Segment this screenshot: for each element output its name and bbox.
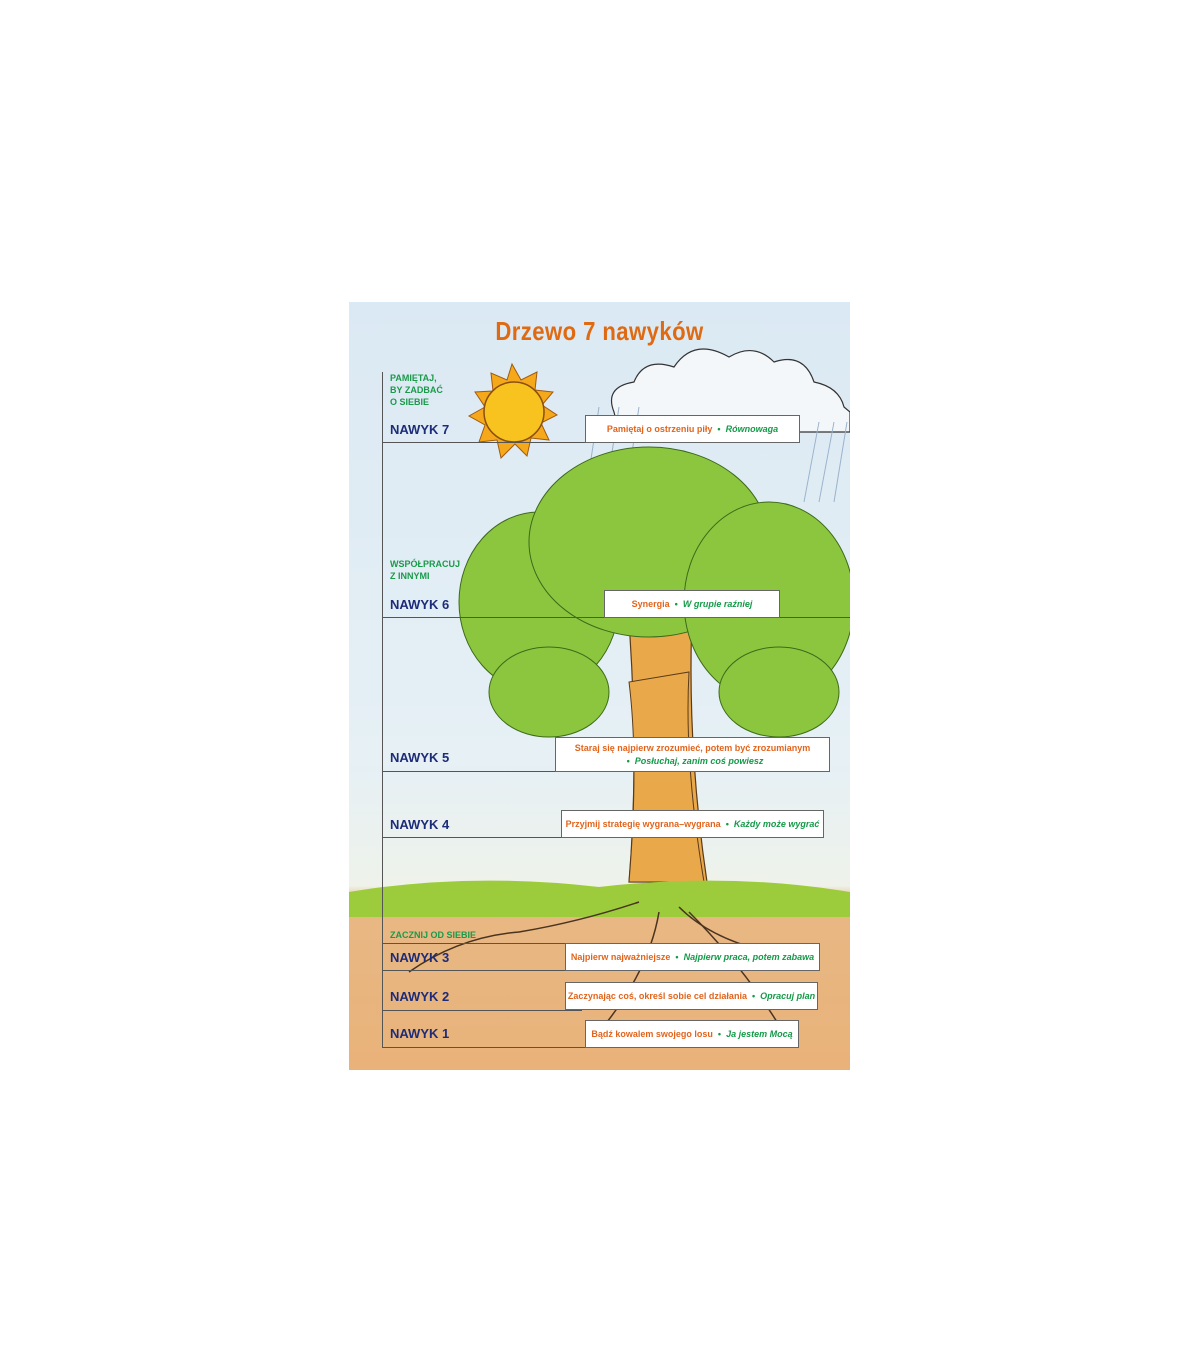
habit-5-label: NAWYK 5	[390, 750, 450, 765]
grass-icon	[349, 880, 850, 917]
group-line: Z INNYMI	[390, 571, 430, 581]
group-line: BY ZADBAĆ	[390, 385, 443, 395]
bullet: •	[674, 598, 678, 609]
habit-1-label: NAWYK 1	[390, 1026, 450, 1041]
habit-motto: Najpierw praca, potem zabawa	[683, 951, 815, 962]
habit-2-box: Zaczynając coś, określ sobie cel działan…	[565, 982, 818, 1010]
habit-4-box: Przyjmij strategię wygrana–wygrana • Każdy…	[561, 810, 824, 838]
group-line: O SIEBIE	[390, 397, 430, 407]
divider-vertical	[382, 372, 383, 1048]
bullet: •	[751, 990, 756, 1001]
divider	[382, 970, 582, 971]
habit-7-box: Pamiętaj o ostrzeniu piły • Równowaga	[585, 415, 800, 443]
habit-6-label: NAWYK 6	[390, 597, 450, 612]
group-label-middle: WSPÓŁPRACUJ Z INNYMI	[390, 558, 460, 582]
group-label-top: PAMIĘTAJ, BY ZADBAĆ O SIEBIE	[390, 372, 443, 408]
bullet: •	[725, 818, 729, 829]
divider	[382, 1047, 602, 1048]
habit-principle: Staraj się najpierw zrozumieć, potem być…	[574, 742, 811, 753]
habit-motto: Każdy może wygrać	[733, 818, 820, 829]
bullet: •	[626, 755, 630, 766]
habit-motto: Równowaga	[725, 423, 779, 434]
sun-icon	[467, 362, 558, 459]
habit-principle: Synergia	[631, 598, 670, 609]
group-label-bottom: ZACZNIJ OD SIEBIE	[390, 929, 476, 941]
page-title: Drzewo 7 nawyków	[495, 316, 704, 346]
divider	[382, 442, 585, 443]
habit-principle: Pamiętaj o ostrzeniu piły	[606, 423, 713, 434]
bullet: •	[717, 1028, 722, 1039]
habit-principle: Zaczynając coś, określ sobie cel działan…	[567, 990, 747, 1001]
divider	[382, 943, 582, 944]
habit-3-box: Najpierw najważniejsze • Najpierw praca, p…	[565, 943, 820, 971]
divider	[382, 1010, 582, 1011]
habit-principle: Najpierw najważniejsze	[570, 951, 671, 962]
habit-6-box: Synergia • W grupie raźniej	[604, 590, 780, 618]
habit-motto: Ja jestem Mocą	[726, 1028, 793, 1039]
bullet: •	[717, 423, 721, 434]
seven-habits-tree-poster: Drzewo 7 nawyków PAMIĘTAJ, BY ZADBAĆ O S…	[349, 302, 850, 1070]
bullet: •	[675, 951, 679, 962]
divider	[382, 771, 572, 772]
group-line: ZACZNIJ OD SIEBIE	[390, 930, 477, 940]
habit-motto: Posłuchaj, zanim coś powiesz	[634, 755, 764, 766]
habit-1-box: Bądź kowalem swojego losu • Ja jestem Mocą	[585, 1020, 799, 1048]
habit-motto: Opracuj plan	[760, 990, 816, 1001]
group-line: WSPÓŁPRACUJ	[390, 559, 461, 569]
habit-7-label: NAWYK 7	[390, 422, 450, 437]
habit-3-label: NAWYK 3	[390, 950, 450, 965]
habit-motto: W grupie raźniej	[682, 598, 753, 609]
habit-5-box: Staraj się najpierw zrozumieć, potem być…	[555, 737, 830, 772]
habit-principle: Przyjmij strategię wygrana–wygrana	[565, 818, 721, 829]
habit-4-label: NAWYK 4	[390, 817, 450, 832]
group-line: PAMIĘTAJ,	[390, 373, 437, 383]
habit-principle: Bądź kowalem swojego losu	[591, 1028, 713, 1039]
divider	[382, 837, 582, 838]
habit-2-label: NAWYK 2	[390, 989, 450, 1004]
